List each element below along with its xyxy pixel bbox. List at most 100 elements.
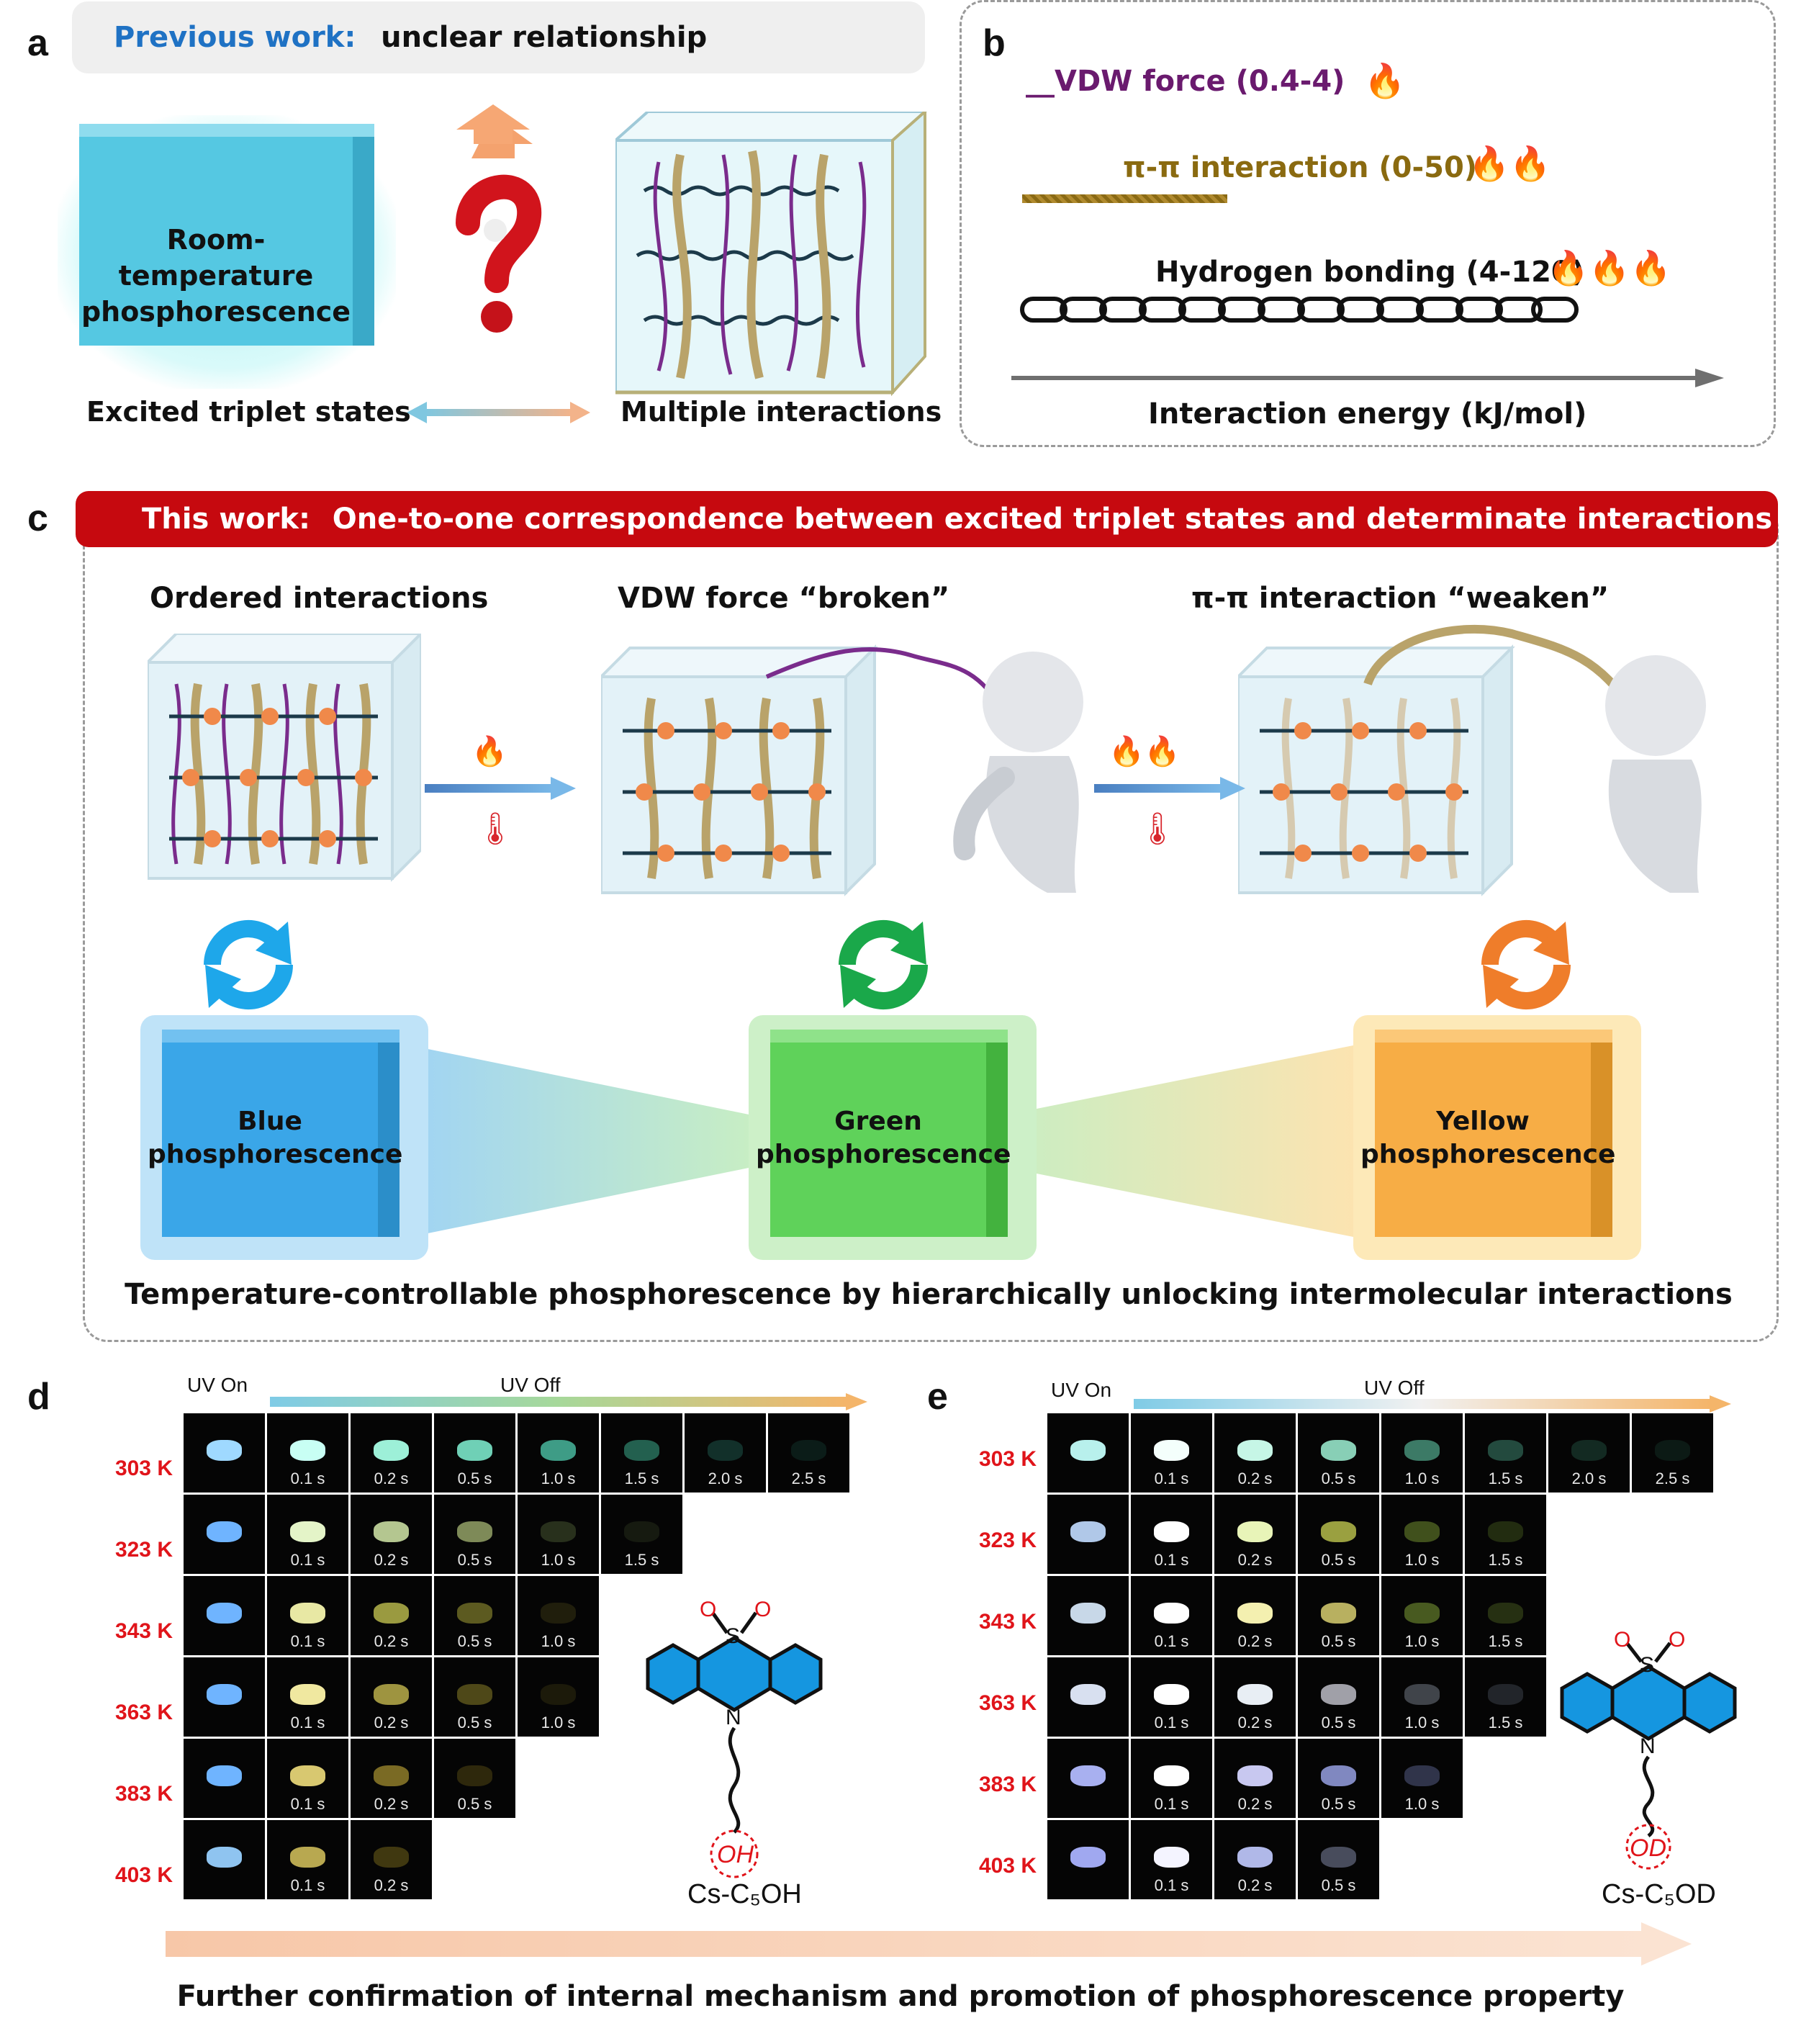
mol-e-o2: O bbox=[1669, 1628, 1685, 1652]
blue-box-text: Blue phosphorescence bbox=[148, 1107, 403, 1169]
d-temp-label: 403 K bbox=[114, 1863, 173, 1887]
e-temp-label: 343 K bbox=[978, 1610, 1037, 1634]
multiple-interactions-cube bbox=[615, 112, 928, 397]
refresh-icon bbox=[1481, 920, 1571, 1009]
d-photo-cell: 0.2 s bbox=[351, 1495, 432, 1574]
e-photo-cell bbox=[1047, 1413, 1129, 1493]
e-temp-label: 323 K bbox=[978, 1529, 1037, 1552]
mol-d-n: N bbox=[726, 1706, 741, 1729]
e-photo-cell: 1.5 s bbox=[1465, 1576, 1546, 1655]
e-photo-cell: 1.5 s bbox=[1465, 1495, 1546, 1574]
e-uv-off-arrow bbox=[1134, 1395, 1731, 1413]
mol-d-o2: O bbox=[754, 1598, 771, 1621]
pipi-weaken-cube bbox=[1238, 624, 1706, 896]
e-photo-cell bbox=[1047, 1657, 1129, 1737]
e-photo-cell bbox=[1047, 1820, 1129, 1899]
d-photo-grid: 0.1 s 0.2 s 0.5 s 1.0 s 1.5 s 2.0 s 2.5 … bbox=[184, 1413, 849, 1899]
d-temp-label: 303 K bbox=[114, 1457, 173, 1480]
e-uv-on: UV On bbox=[1051, 1379, 1112, 1401]
excited-triplet-caption: Excited triplet states bbox=[86, 396, 411, 428]
yellow-box-text: Yellow phosphorescence bbox=[1360, 1107, 1616, 1169]
refresh-icon bbox=[839, 920, 928, 1009]
e-temp-label: 383 K bbox=[978, 1773, 1037, 1796]
panel-c-banner-text: One-to-one correspondence between excite… bbox=[332, 503, 1773, 536]
flame-icon: 🔥 bbox=[471, 735, 507, 768]
e-temp-label: 303 K bbox=[978, 1447, 1037, 1471]
e-photo-cell: 1.0 s bbox=[1381, 1576, 1463, 1655]
ordered-cube bbox=[148, 634, 421, 882]
e-photo-cell bbox=[1047, 1495, 1129, 1574]
d-photo-cell bbox=[184, 1495, 265, 1574]
flame-icon: 🔥🔥 bbox=[1468, 144, 1551, 183]
energy-axis-label: Interaction energy (kJ/mol) bbox=[1148, 397, 1587, 431]
e-photo-cell: 0.5 s bbox=[1298, 1576, 1379, 1655]
e-photo-cell: 0.5 s bbox=[1298, 1413, 1379, 1493]
e-photo-cell: 0.2 s bbox=[1214, 1576, 1296, 1655]
yellow-phosphorescence-box: Yellow phosphorescence bbox=[1353, 1015, 1641, 1260]
mol-e-end: OD bbox=[1630, 1834, 1666, 1862]
d-photo-cell: 0.1 s bbox=[267, 1739, 348, 1818]
d-photo-cell: 1.5 s bbox=[601, 1413, 682, 1493]
d-photo-cell bbox=[184, 1657, 265, 1737]
e-uv-off: UV Off bbox=[1364, 1377, 1425, 1399]
panel-a-banner-prefix: Previous work: bbox=[114, 21, 356, 54]
d-photo-cell: 0.1 s bbox=[267, 1657, 348, 1737]
d-photo-cell: 1.0 s bbox=[518, 1495, 599, 1574]
panel-label-d: d bbox=[27, 1376, 50, 1418]
panel-label-a: a bbox=[27, 22, 48, 64]
question-mark-icon bbox=[456, 104, 542, 333]
vdw-broken-cube bbox=[601, 644, 1083, 896]
e-photo-cell: 1.0 s bbox=[1381, 1739, 1463, 1818]
d-photo-cell: 1.0 s bbox=[518, 1413, 599, 1493]
d-photo-cell: 0.1 s bbox=[267, 1495, 348, 1574]
d-temp-label: 383 K bbox=[114, 1782, 173, 1806]
d-temp-label: 343 K bbox=[114, 1619, 173, 1643]
d-photo-cell: 0.5 s bbox=[434, 1657, 515, 1737]
thermometer-icon: 🌡 bbox=[1137, 811, 1178, 847]
flame-icon: 🔥🔥🔥 bbox=[1548, 248, 1671, 287]
e-photo-cell: 2.5 s bbox=[1632, 1413, 1713, 1493]
d-photo-cell: 0.5 s bbox=[434, 1576, 515, 1655]
vdw-label: __VDW force (0.4-4) bbox=[1026, 65, 1345, 98]
molecule-cs-c5oh: O S O N OH bbox=[646, 1598, 823, 1878]
e-photo-cell: 0.5 s bbox=[1298, 1739, 1379, 1818]
e-photo-cell: 0.5 s bbox=[1298, 1495, 1379, 1574]
e-photo-cell: 0.1 s bbox=[1131, 1495, 1212, 1574]
pi-pi-rope bbox=[1022, 194, 1227, 203]
d-photo-cell: 0.2 s bbox=[351, 1413, 432, 1493]
heat-arrow-2 bbox=[1094, 777, 1245, 800]
d-photo-cell: 0.5 s bbox=[434, 1413, 515, 1493]
d-photo-cell: 0.2 s bbox=[351, 1576, 432, 1655]
d-uv-off-arrow bbox=[270, 1393, 867, 1410]
mol-e-n: N bbox=[1640, 1734, 1656, 1758]
d-photo-cell: 0.1 s bbox=[267, 1576, 348, 1655]
d-photo-cell: 0.5 s bbox=[434, 1739, 515, 1818]
e-photo-cell: 0.5 s bbox=[1298, 1657, 1379, 1737]
stage-title-ordered: Ordered interactions bbox=[150, 582, 489, 615]
energy-axis-arrow bbox=[1011, 369, 1724, 387]
d-photo-cell: 1.0 s bbox=[518, 1657, 599, 1737]
d-photo-cell: 1.0 s bbox=[518, 1576, 599, 1655]
e-photo-cell: 2.0 s bbox=[1548, 1413, 1630, 1493]
e-photo-grid: 0.1 s 0.2 s 0.5 s 1.0 s 1.5 s 2.0 s 2.5 … bbox=[1047, 1413, 1713, 1899]
panel-b-box bbox=[960, 0, 1776, 447]
double-arrow-icon bbox=[407, 402, 590, 423]
stage-title-vdw: VDW force “broken” bbox=[618, 582, 950, 615]
stage-title-pipi: π-π interaction “weaken” bbox=[1191, 582, 1610, 615]
d-photo-cell bbox=[184, 1739, 265, 1818]
blue-phosphorescence-box: Blue phosphorescence bbox=[140, 1015, 428, 1260]
green-box-text: Green phosphorescence bbox=[756, 1107, 1011, 1169]
panel-c-banner-prefix: This work: bbox=[142, 503, 310, 536]
panel-label-c: c bbox=[27, 498, 48, 539]
d-photo-cell: 0.2 s bbox=[351, 1657, 432, 1737]
molecule-e-name: Cs-C₅OD bbox=[1602, 1879, 1716, 1909]
panel-a-banner-text: unclear relationship bbox=[381, 21, 708, 54]
e-photo-cell: 0.2 s bbox=[1214, 1739, 1296, 1818]
flame-icon: 🔥 bbox=[1364, 61, 1406, 100]
d-photo-cell bbox=[184, 1413, 265, 1493]
e-photo-cell: 0.1 s bbox=[1131, 1820, 1212, 1899]
rtp-box-text: Room-temperature phosphorescence bbox=[81, 224, 351, 328]
d-photo-cell: 0.5 s bbox=[434, 1495, 515, 1574]
thermometer-icon: 🌡 bbox=[475, 811, 515, 847]
pi-pi-label: π-π interaction (0-50) bbox=[1123, 151, 1478, 184]
